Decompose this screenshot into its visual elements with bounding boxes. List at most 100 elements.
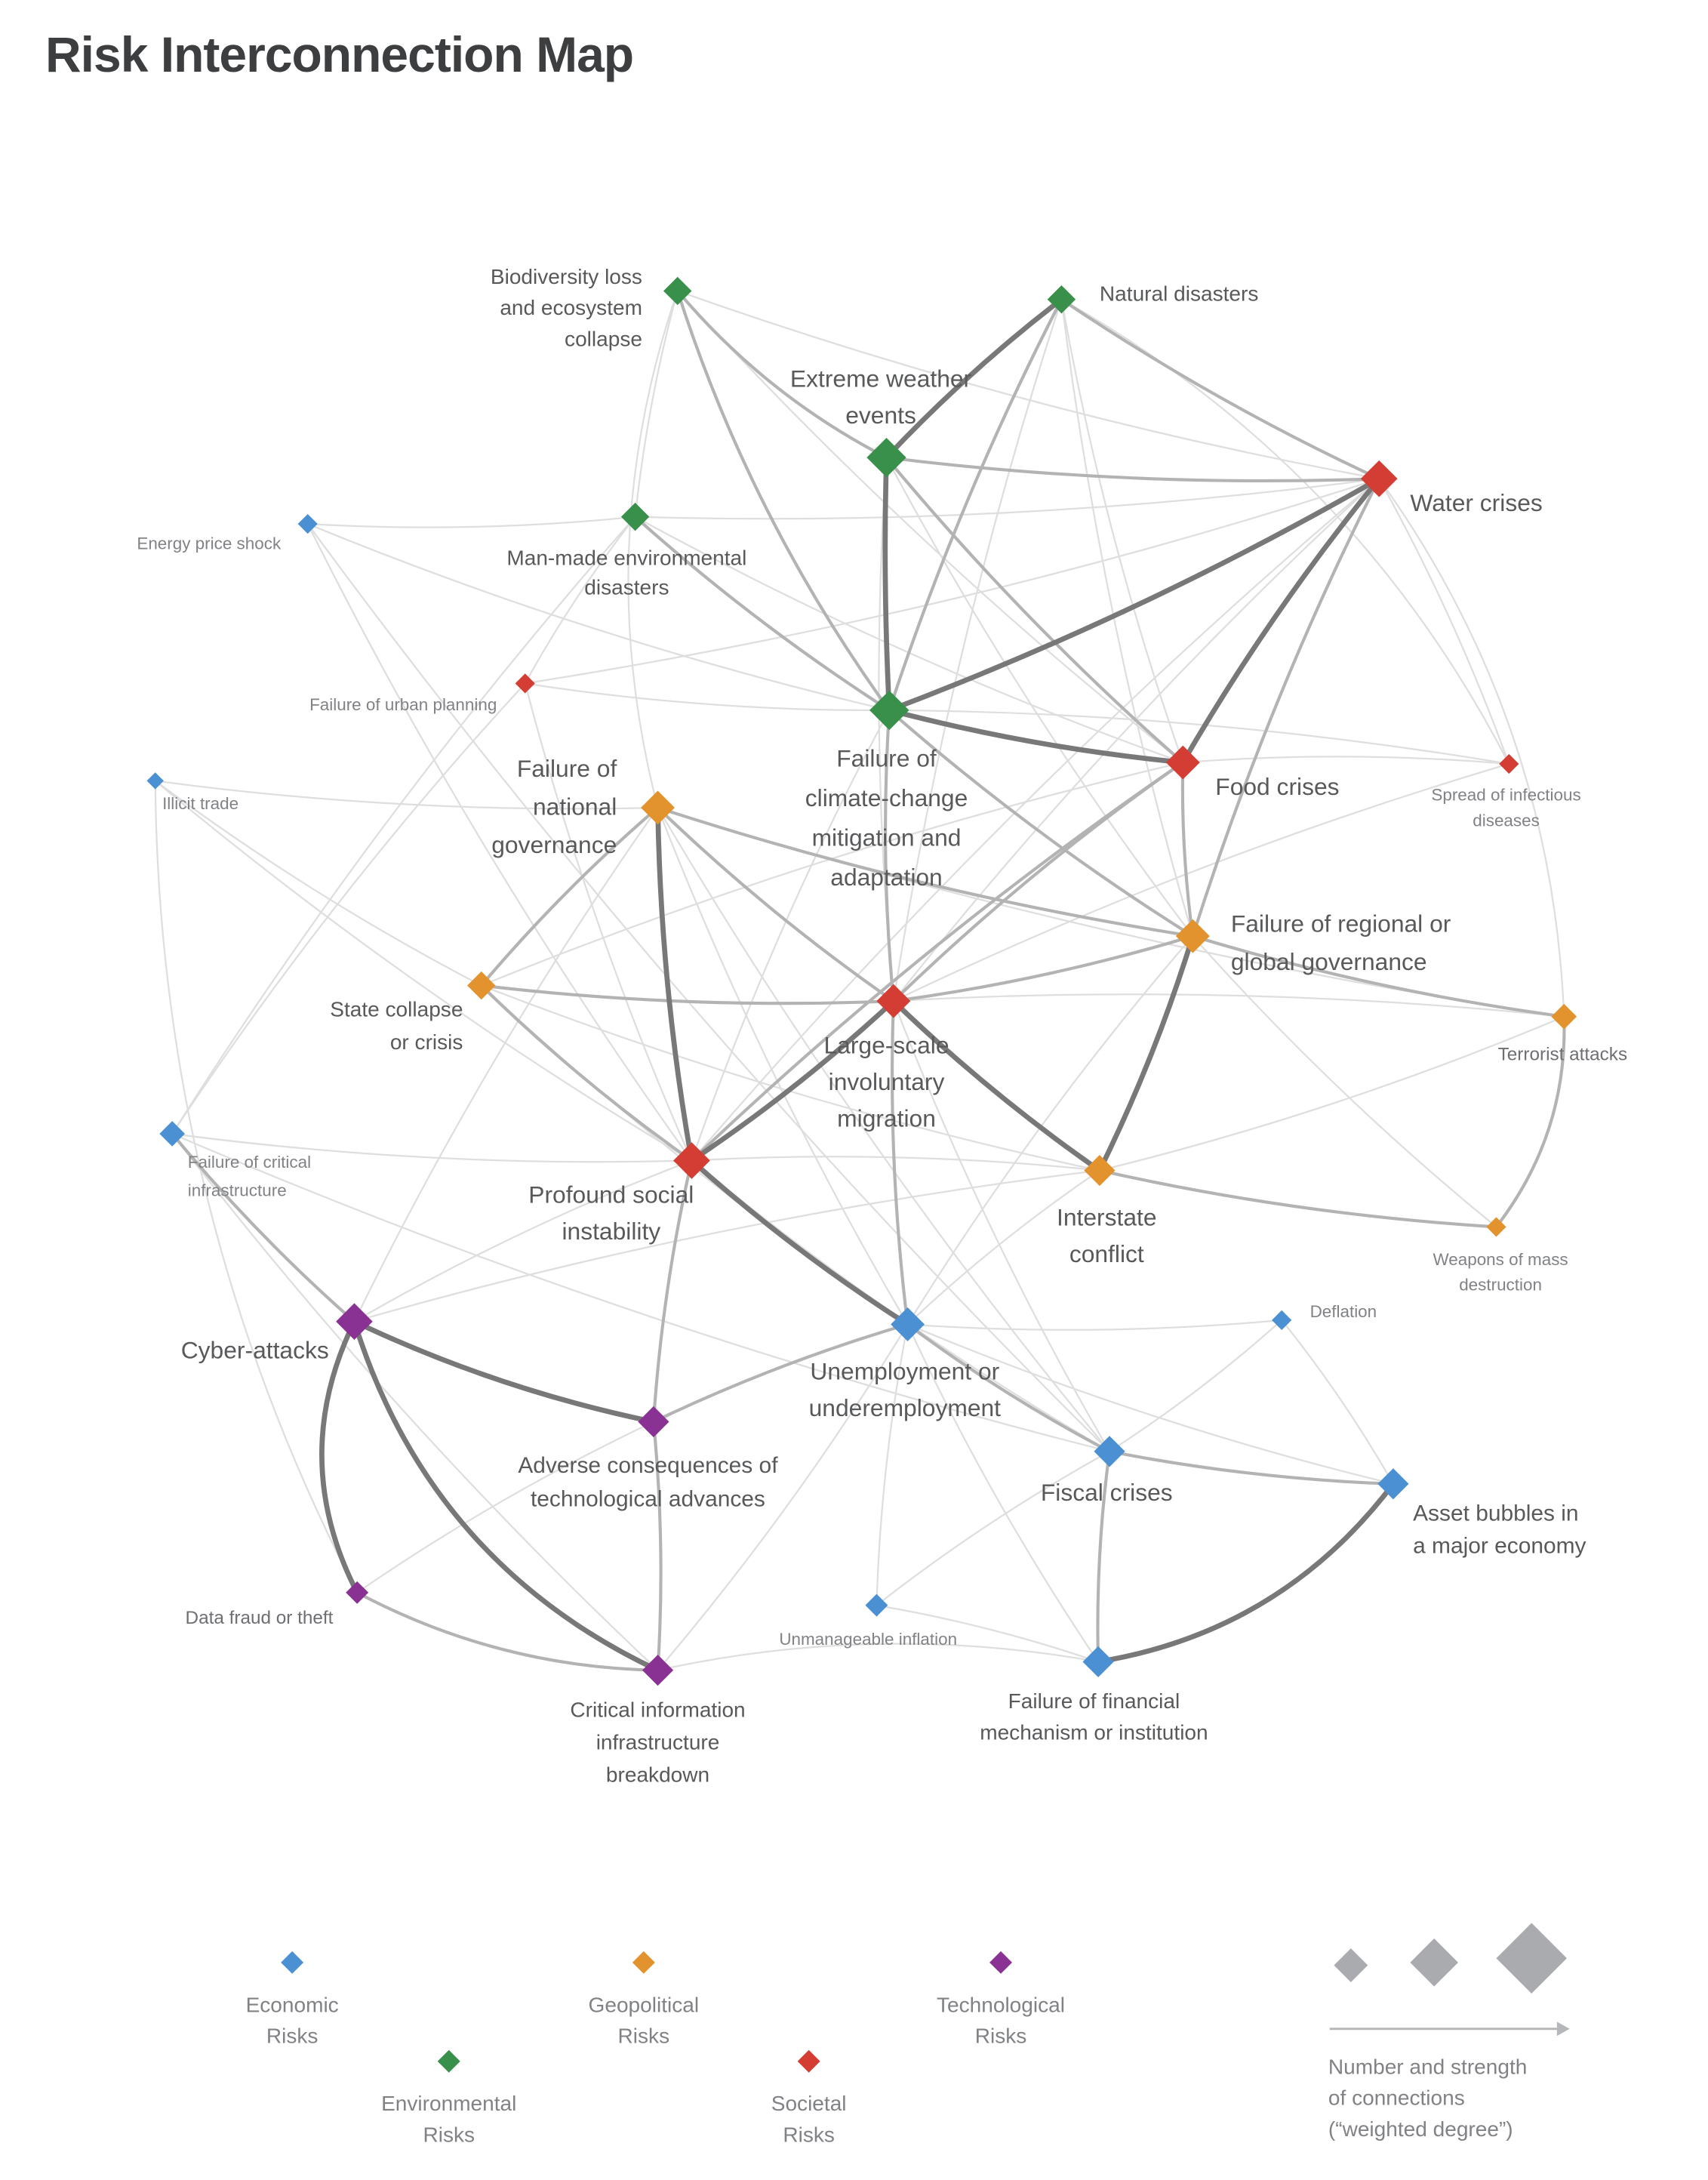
edge-extreme_weather--food_crises [885, 456, 1185, 765]
node-cyber[interactable] [336, 1303, 373, 1341]
edge-illicit_trade--social_instability [154, 780, 693, 1162]
edge-social_instability--migration [689, 998, 897, 1163]
edge-natural_disasters--water_crises [1060, 297, 1381, 481]
edge-water_crises--terrorist [1378, 478, 1565, 1018]
edge-food_crises--state_collapse [480, 761, 1184, 987]
node-infectious[interactable] [1499, 753, 1519, 774]
node-label-data_fraud: Data fraud or theft [186, 1608, 334, 1628]
node-water_crises[interactable] [1360, 460, 1398, 497]
edge-national_governance--regional_governance [656, 805, 1195, 938]
node-label-deflation: Deflation [1310, 1302, 1377, 1321]
node-energy_price_shock[interactable] [297, 513, 318, 534]
legend-diamond-geopolitical [632, 1951, 655, 1974]
node-inflation[interactable] [865, 1593, 888, 1617]
edge-national_governance--unemployment [657, 806, 909, 1326]
edge-infectious--food_crises [1182, 756, 1510, 765]
node-urban_planning[interactable] [515, 673, 535, 694]
node-wmd[interactable] [1486, 1217, 1506, 1237]
edge-manmade_env--climate_change [633, 515, 891, 712]
node-natural_disasters[interactable] [1047, 285, 1076, 314]
edge-state_collapse--migration [479, 984, 895, 1005]
edge-fiscal--deflation [1108, 1319, 1283, 1452]
edge-crit_infrastructure--social_instability [171, 1132, 693, 1163]
node-regional_governance[interactable] [1175, 919, 1210, 953]
node-data_fraud[interactable] [346, 1581, 369, 1604]
node-financial_mechanism[interactable] [1082, 1646, 1114, 1678]
node-fiscal[interactable] [1094, 1436, 1125, 1467]
node-social_instability[interactable] [673, 1142, 710, 1179]
edge-unemployment--tech_adverse [651, 1322, 909, 1424]
edge-climate_change--food_crises [886, 707, 1186, 765]
edge-climate_change--regional_governance [888, 708, 1195, 938]
node-extreme_weather[interactable] [866, 437, 906, 478]
edge-interstate--social_instability [691, 1156, 1101, 1172]
edge-regional_governance--terrorist [1191, 935, 1566, 1018]
edge-social_instability--cyber [353, 1159, 693, 1322]
node-national_governance[interactable] [641, 790, 675, 825]
node-asset_bubbles[interactable] [1377, 1468, 1409, 1500]
node-interstate[interactable] [1084, 1155, 1116, 1187]
size-legend-diamond-3 [1496, 1923, 1567, 1994]
node-biodiversity[interactable] [663, 276, 692, 306]
node-state_collapse[interactable] [467, 971, 496, 1000]
edge-cyber--tech_adverse [352, 1319, 657, 1424]
edge-asset_bubbles--financial_mechanism [1095, 1481, 1396, 1664]
edge-natural_disasters--extreme_weather [884, 297, 1064, 460]
edge-manmade_env--food_crises [634, 516, 1184, 764]
edge-climate_change--water_crises [886, 476, 1382, 713]
edge-infectious--climate_change [888, 709, 1510, 765]
node-manmade_env[interactable] [620, 502, 650, 531]
edge-asset_bubbles--deflation [1281, 1319, 1395, 1485]
edge-unemployment--deflation [906, 1319, 1283, 1331]
edge-data_fraud--critical_info [355, 1590, 660, 1672]
edge-manmade_env--water_crises [634, 478, 1380, 520]
edge-infectious--water_crises [1378, 478, 1510, 765]
edge-urban_planning--water_crises [524, 478, 1380, 685]
node-label-cyber: Cyber-attacks [181, 1336, 329, 1363]
edge-interstate--terrorist [1098, 1015, 1565, 1172]
edge-energy_price_shock--social_instability [306, 522, 693, 1162]
edge-extreme_weather--climate_change [882, 454, 892, 713]
edge-food_crises--regional_governance [1180, 761, 1195, 938]
edge-migration--interstate [891, 998, 1103, 1173]
node-climate_change[interactable] [869, 690, 909, 731]
node-deflation[interactable] [1272, 1310, 1292, 1330]
node-illicit_trade[interactable] [146, 772, 164, 790]
edge-extreme_weather--regional_governance [885, 457, 1194, 938]
node-migration[interactable] [876, 984, 911, 1018]
edge-national_governance--social_instability [655, 805, 694, 1163]
node-critical_info[interactable] [642, 1655, 674, 1686]
edge-energy_price_shock--manmade_env [306, 516, 636, 528]
node-label-inflation: Unmanageable inflation [779, 1630, 957, 1649]
node-terrorist[interactable] [1551, 1003, 1577, 1030]
edge-urban_planning--climate_change [524, 682, 891, 712]
node-label-water_crises: Water crises [1410, 489, 1542, 516]
node-food_crises[interactable] [1165, 745, 1200, 780]
edge-unemployment--fiscal [906, 1322, 1112, 1453]
legend-diamond-societal [797, 2049, 820, 2073]
node-label-fiscal: Fiscal crises [1041, 1479, 1173, 1506]
node-label-illicit_trade: Illicit trade [162, 794, 239, 813]
edge-social_instability--tech_adverse [651, 1159, 694, 1424]
node-tech_adverse[interactable] [638, 1406, 669, 1438]
node-label-energy_price_shock: Energy price shock [137, 534, 282, 553]
edge-terrorist--wmd [1494, 1015, 1566, 1229]
edge-natural_disasters--migration [892, 298, 1063, 1002]
edge-unemployment--asset_bubbles [906, 1323, 1395, 1485]
edge-natural_disasters--food_crises [1060, 298, 1184, 764]
edge-extreme_weather--water_crises [885, 456, 1381, 483]
edge-fiscal--financial_mechanism [1096, 1449, 1112, 1664]
node-label-food_crises: Food crises [1215, 773, 1339, 800]
edge-terrorist--migration [892, 993, 1565, 1018]
